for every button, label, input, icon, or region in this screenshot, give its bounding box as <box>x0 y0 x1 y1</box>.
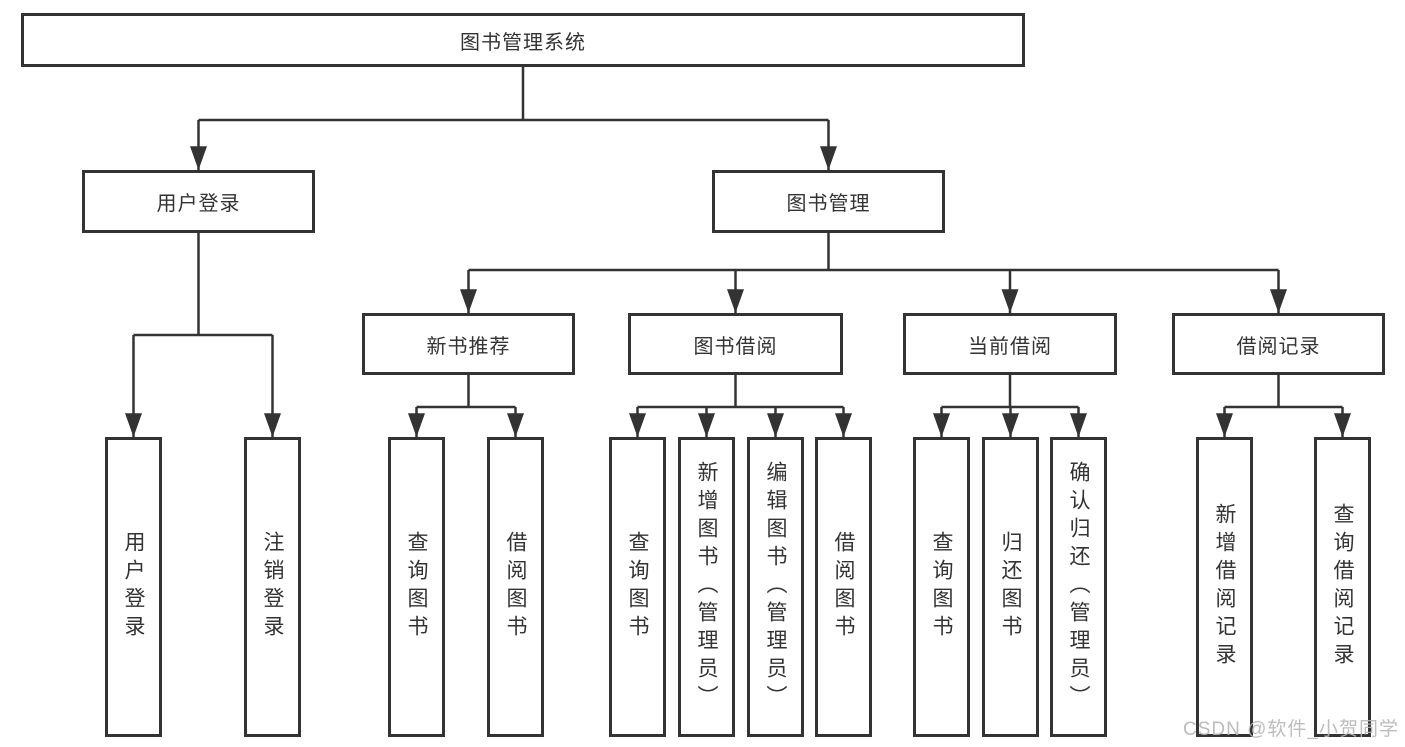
node-current-borrow: 当前借阅 <box>903 313 1117 375</box>
node-label: 借阅记录 <box>1236 335 1321 358</box>
leaf-borrow-books: 借阅图书 <box>815 437 872 737</box>
node-label: 当前借阅 <box>968 335 1052 358</box>
node-label: 图书管理 <box>786 193 871 215</box>
leaf-label: 新增借阅记录 <box>1213 503 1236 671</box>
leaf-label: 借阅图书 <box>832 531 855 643</box>
leaf-logout: 注销登录 <box>244 437 301 737</box>
leaf-label: 查询图书 <box>930 531 953 643</box>
connector-group2-trunk <box>941 375 1079 409</box>
leaf-label: 注销登录 <box>261 531 284 643</box>
connector-login-trunk <box>133 233 273 337</box>
leaf-label: 查询图书 <box>405 531 428 643</box>
leaf-label: 用户登录 <box>122 531 145 643</box>
leaf-label: 归还图书 <box>999 531 1022 643</box>
leaf-return-books: 归还图书 <box>982 437 1039 737</box>
node-book-management: 图书管理 <box>712 170 945 233</box>
leaf-add-borrow-record: 新增借阅记录 <box>1196 437 1253 737</box>
leaf-label: 查询图书 <box>626 531 649 643</box>
connector-group1-trunk <box>637 375 844 409</box>
leaf-user-login: 用户登录 <box>105 437 162 737</box>
leaf-label: 确认归还（管理员） <box>1067 461 1090 713</box>
node-user-login: 用户登录 <box>82 170 315 233</box>
connector-group0-trunk <box>416 375 516 409</box>
leaf-query-books-current: 查询图书 <box>913 437 970 737</box>
connector-group3-trunk <box>1224 375 1343 409</box>
leaf-add-books-admin: 新增图书（管理员） <box>678 437 735 737</box>
node-book-borrow: 图书借阅 <box>628 313 843 375</box>
node-label: 用户登录 <box>156 193 241 215</box>
leaf-edit-books-admin: 编辑图书（管理员） <box>747 437 804 737</box>
leaf-label: 查询借阅记录 <box>1331 503 1354 671</box>
node-label: 图书管理系统 <box>460 31 586 54</box>
csdn-watermark: CSDN @软件_小贺同学 <box>1183 719 1399 740</box>
connector-mgmt-trunk <box>468 233 1279 272</box>
leaf-confirm-return-admin: 确认归还（管理员） <box>1050 437 1107 737</box>
leaf-label: 新增图书（管理员） <box>695 461 718 713</box>
leaf-label: 借阅图书 <box>504 531 527 643</box>
leaf-query-borrow-record: 查询借阅记录 <box>1314 437 1371 737</box>
node-label: 图书借阅 <box>693 335 778 358</box>
node-library-management-system: 图书管理系统 <box>21 13 1025 67</box>
connector-root-trunk <box>198 67 829 122</box>
node-new-book-recommend: 新书推荐 <box>362 313 575 375</box>
leaf-query-books-recommend: 查询图书 <box>388 437 445 737</box>
node-label: 新书推荐 <box>426 335 511 358</box>
leaf-label: 编辑图书（管理员） <box>764 461 787 713</box>
leaf-query-books-borrow: 查询图书 <box>609 437 666 737</box>
leaf-borrow-books-recommend: 借阅图书 <box>487 437 544 737</box>
node-borrow-records: 借阅记录 <box>1172 313 1385 375</box>
